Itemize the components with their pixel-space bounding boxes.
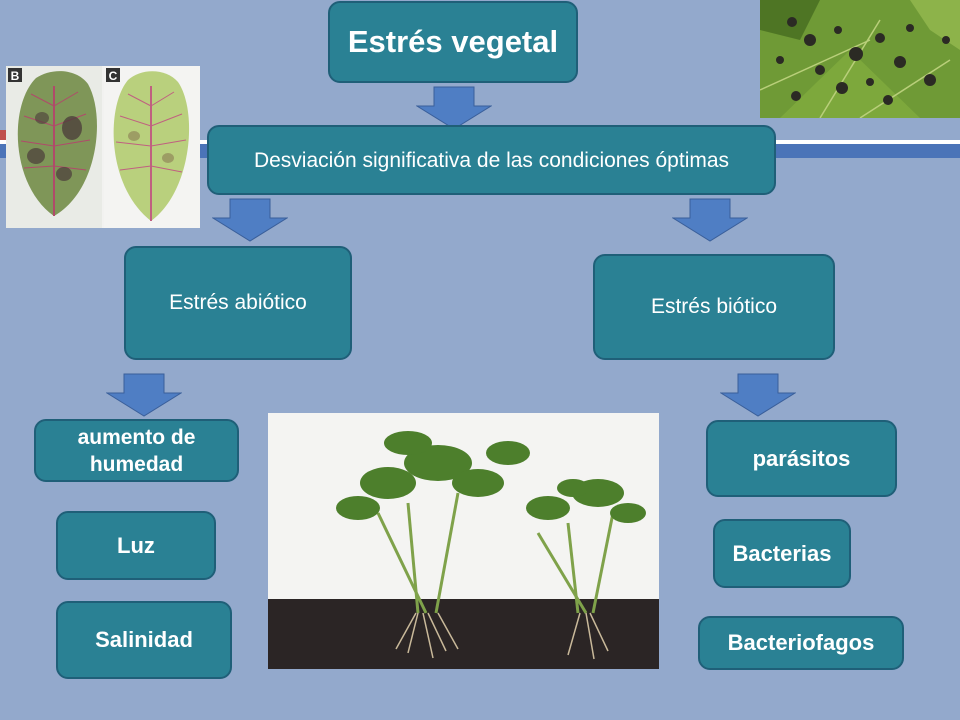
arrow-definition-biotic	[672, 198, 748, 242]
abiotic-item-salinity-text: Salinidad	[95, 627, 193, 652]
arrow-title-definition	[416, 86, 492, 130]
title-box: Estrés vegetal	[328, 1, 578, 83]
biotic-item-bacteriophages: Bacteriofagos	[698, 616, 904, 670]
biotic-item-bacteria: Bacterias	[713, 519, 851, 588]
arrow-biotic-items	[720, 373, 796, 417]
plants-photo	[268, 413, 659, 669]
abiotic-item-humidity: aumento de humedad	[34, 419, 239, 482]
arrow-abiotic-items	[106, 373, 182, 417]
biotic-stress-label: Estrés biótico	[650, 295, 778, 318]
abiotic-item-humidity-text: aumento de humedad	[77, 425, 196, 476]
biotic-item-parasites: parásitos	[706, 420, 897, 497]
abiotic-item-salinity: Salinidad	[56, 601, 232, 679]
biotic-item-parasites-text: parásitos	[752, 445, 851, 471]
title-text: Estrés vegetal	[347, 24, 559, 59]
abiotic-item-light-text: Luz	[117, 532, 155, 558]
biotic-item-bacteria-text: Bacterias	[732, 540, 832, 566]
biotic-item-bacteriophages-text: Bacteriofagos	[727, 630, 875, 655]
biotic-stress-box: Estrés biótico	[593, 254, 835, 360]
panel-label-c: C	[109, 69, 118, 83]
spotted-leaf-photo	[760, 0, 960, 118]
panel-label-b: B	[11, 69, 20, 83]
abiotic-item-light: Luz	[56, 511, 216, 580]
abiotic-stress-box: Estrés abiótico	[124, 246, 352, 360]
abiotic-stress-label: Estrés abiótico	[169, 291, 307, 314]
definition-box: Desviación significativa de las condicio…	[207, 125, 776, 195]
arrow-definition-abiotic	[212, 198, 288, 242]
leaves-photo: B C	[6, 66, 200, 228]
definition-text: Desviación significativa de las condicio…	[253, 148, 730, 172]
